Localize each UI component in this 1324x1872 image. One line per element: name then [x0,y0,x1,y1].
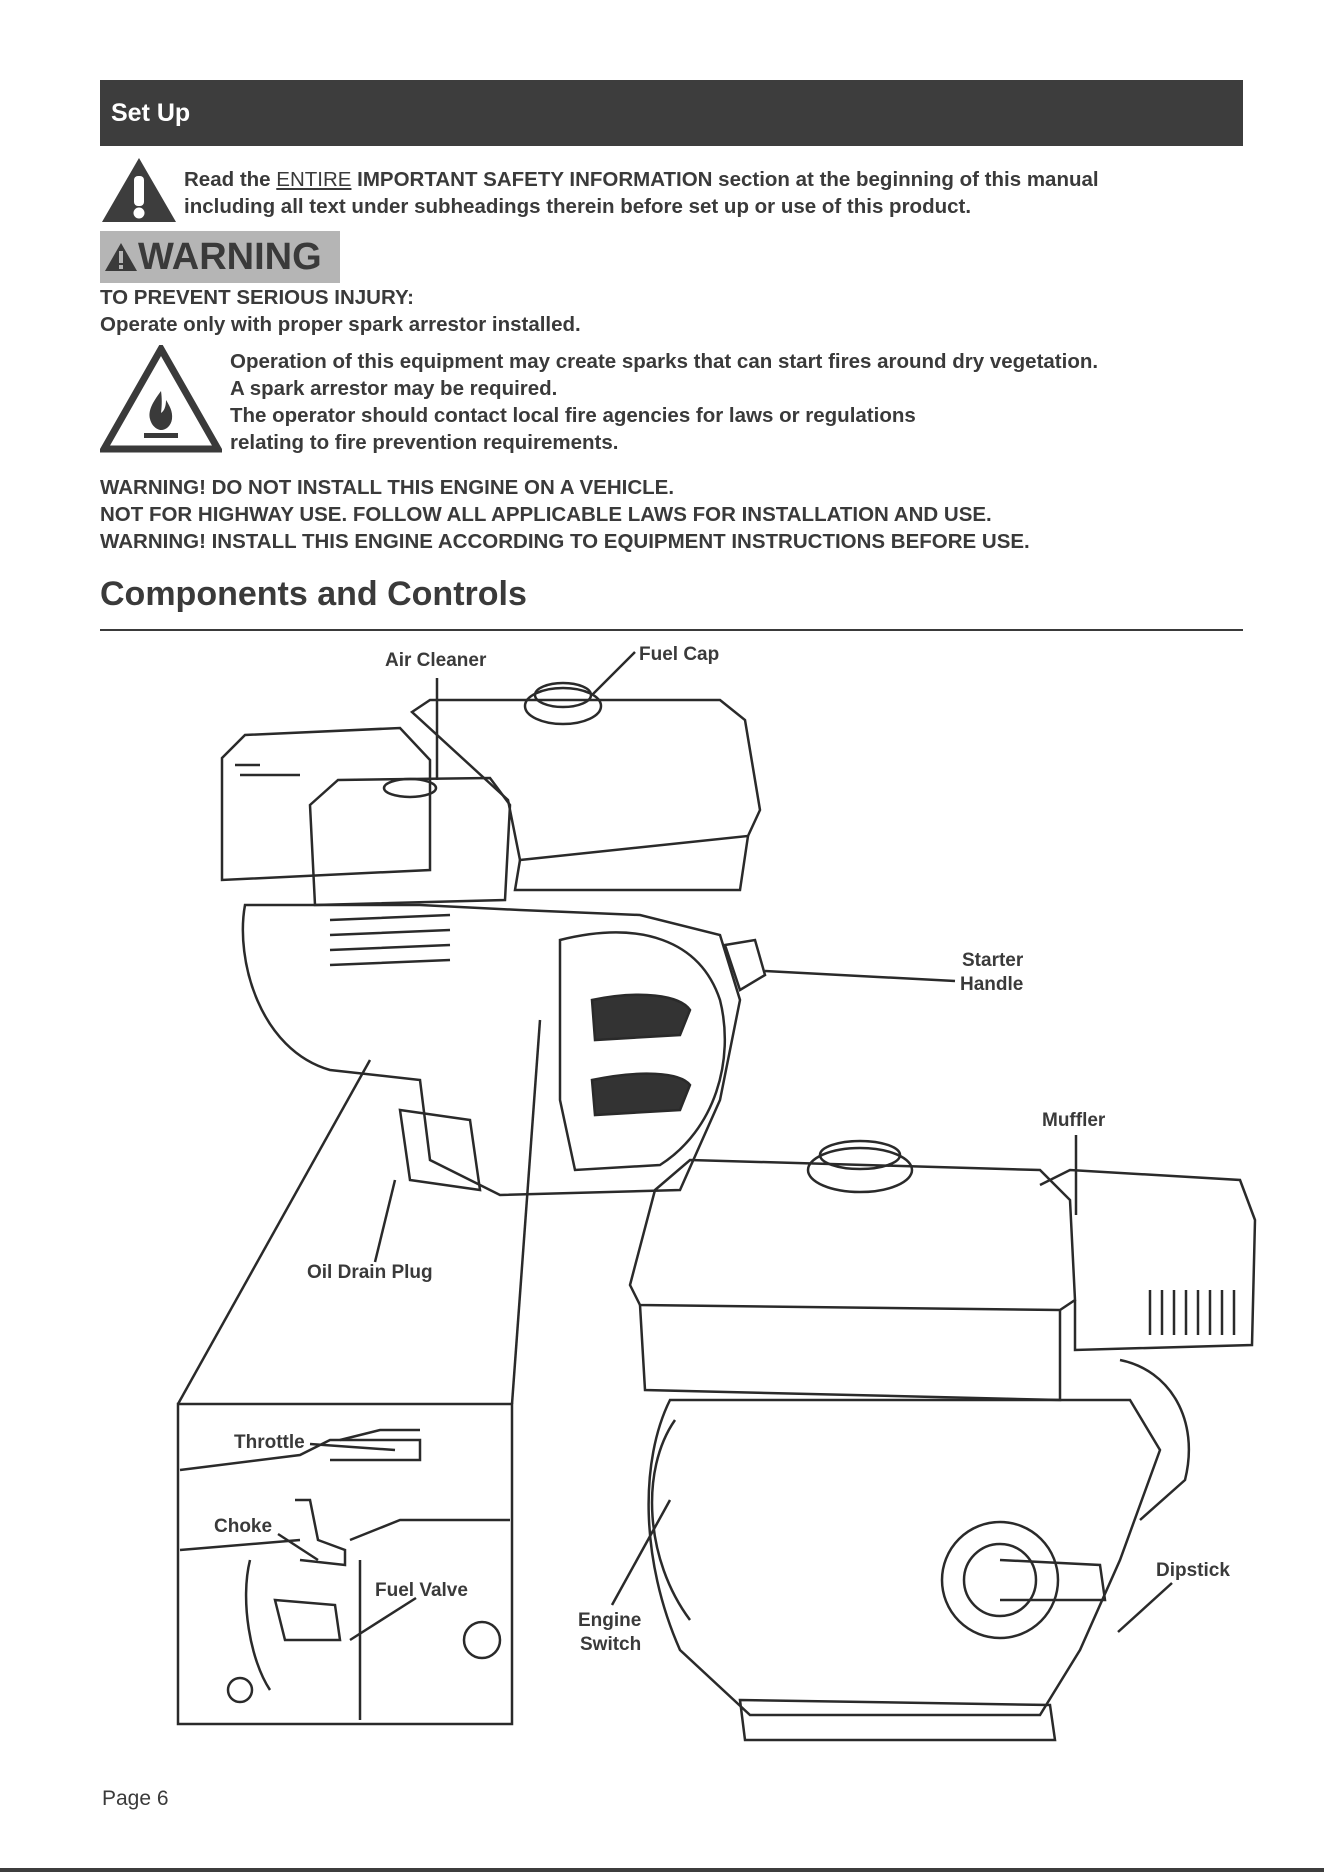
label-choke: Choke [214,1516,272,1537]
label-starter-handle-line1: Starter [962,950,1024,971]
fire-hazard-icon [100,345,222,453]
safety-notice: Read the ENTIRE IMPORTANT SAFETY INFORMA… [184,168,1099,218]
vehicle-warning-text: WARNING! DO NOT INSTALL THIS ENGINE ON A… [100,476,1030,553]
label-dipstick: Dipstick [1156,1560,1230,1581]
label-muffler: Muffler [1042,1110,1106,1131]
label-engine-switch-line2: Switch [580,1634,641,1655]
warning-badge: WARNING [100,231,340,283]
emphasis-text: ENTIRE [276,168,352,191]
bottom-rule [0,1868,1324,1872]
label-oil-drain-plug: Oil Drain Plug [307,1262,433,1283]
controls-inset-frame [176,1402,514,1726]
caution-icon [102,158,176,222]
warning-badge-text: WARNING [138,236,322,278]
controls-inset-drawing [179,1428,510,1720]
section-divider [100,629,1243,631]
page-number: Page 6 [102,1787,169,1810]
warning-text: TO PREVENT SERIOUS INJURY: Operate only … [100,286,581,336]
section-header: Set Up [100,80,1243,146]
lower-engine-drawing [628,1139,1257,1742]
label-fuel-valve: Fuel Valve [375,1580,468,1601]
upper-engine-drawing [220,681,767,1197]
label-throttle: Throttle [234,1432,305,1453]
label-air-cleaner: Air Cleaner [385,650,487,671]
leader-lines [176,651,1173,1642]
warning-triangle-icon [105,243,137,271]
fire-warning-text: Operation of this equipment may create s… [230,350,1099,454]
section-header-title: Set Up [111,99,191,127]
label-fuel-cap: Fuel Cap [639,644,719,665]
label-starter-handle-line2: Handle [960,974,1023,995]
label-engine-switch-line1: Engine [578,1610,641,1631]
components-title: Components and Controls [100,575,527,613]
